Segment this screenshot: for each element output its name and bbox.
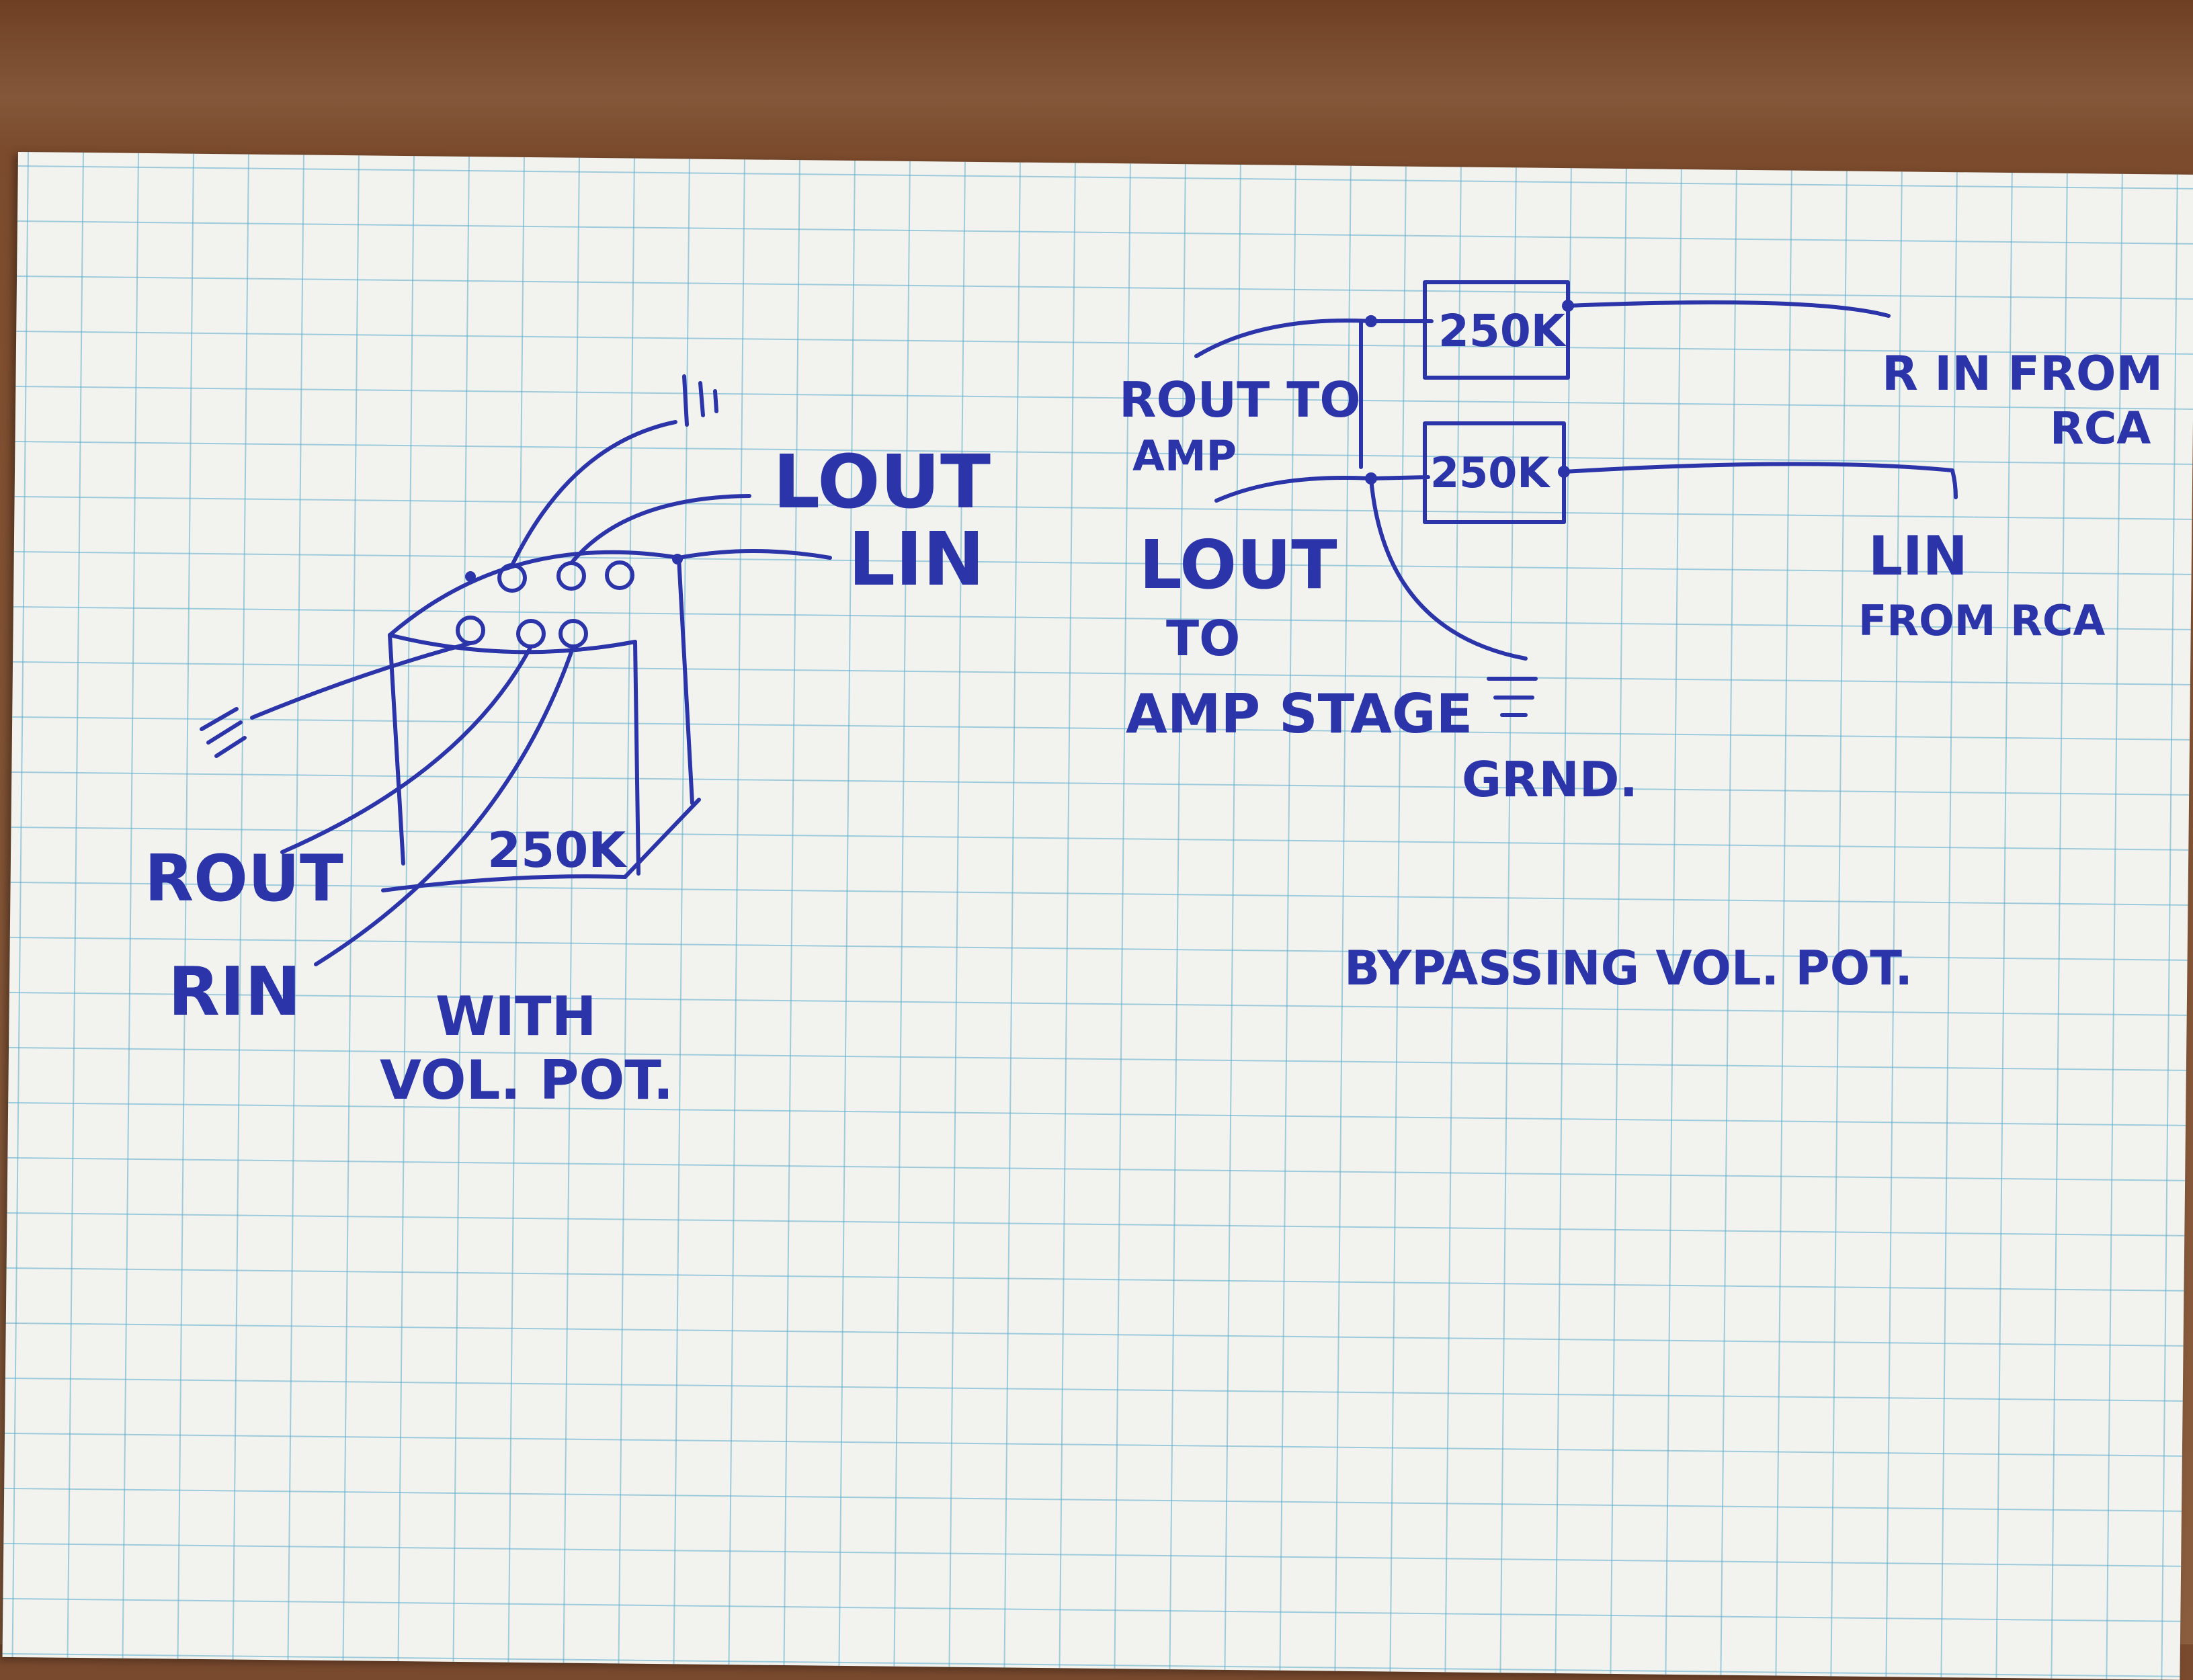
label-r-out-to-amp-2: AMP	[1132, 431, 1237, 480]
resistor-bottom-value: 250K	[1430, 448, 1550, 497]
label-r-out-to-amp-1: ROUT TO	[1119, 372, 1361, 428]
label-l-in-from-rca-1: LIN	[1868, 525, 1968, 587]
ground-symbol-left	[200, 707, 247, 758]
left-diagram: 250K LOUT LIN ROUT RIN WITH VOL. POT.	[144, 374, 991, 1111]
right-diagram: 250K 250K ROUT TO AMP LOUT TO A	[1119, 280, 2163, 996]
label-l-in-from-rca-2: FROM RCA	[1858, 596, 2105, 645]
pot-terminals	[456, 554, 683, 648]
label-l-out: LOUT	[773, 439, 991, 525]
label-r-in: RIN	[168, 952, 301, 1031]
resistor-top	[1423, 280, 1570, 380]
junction-dots	[1365, 300, 1574, 485]
label-r-out: ROUT	[144, 842, 343, 916]
pot-wires	[250, 420, 832, 966]
resistor-top-value: 250K	[1438, 305, 1567, 357]
label-r-in-from-rca-2: RCA	[2050, 403, 2151, 454]
pot-value-label: 250K	[487, 822, 627, 878]
bypass-wires	[1194, 300, 1958, 661]
label-l-in: LIN	[848, 516, 985, 602]
ground-symbol-top	[682, 374, 718, 427]
ground-symbol	[1487, 677, 1538, 717]
label-l-out-1: LOUT	[1139, 526, 1337, 604]
hand-drawn-sketch: 250K LOUT LIN ROUT RIN WITH VOL. POT. 25…	[144, 280, 2163, 1111]
caption-bypassing: BYPASSING VOL. POT.	[1344, 941, 1913, 996]
label-ground: GRND.	[1462, 751, 1638, 808]
caption-line-2: VOL. POT.	[380, 1049, 673, 1111]
caption-line-1: WITH	[436, 985, 597, 1048]
label-l-out-2: TO	[1166, 610, 1240, 667]
label-r-in-from-rca-1: R IN FROM	[1882, 346, 2163, 401]
pot-body	[381, 550, 701, 892]
label-l-out-3: AMP STAGE	[1126, 683, 1473, 745]
